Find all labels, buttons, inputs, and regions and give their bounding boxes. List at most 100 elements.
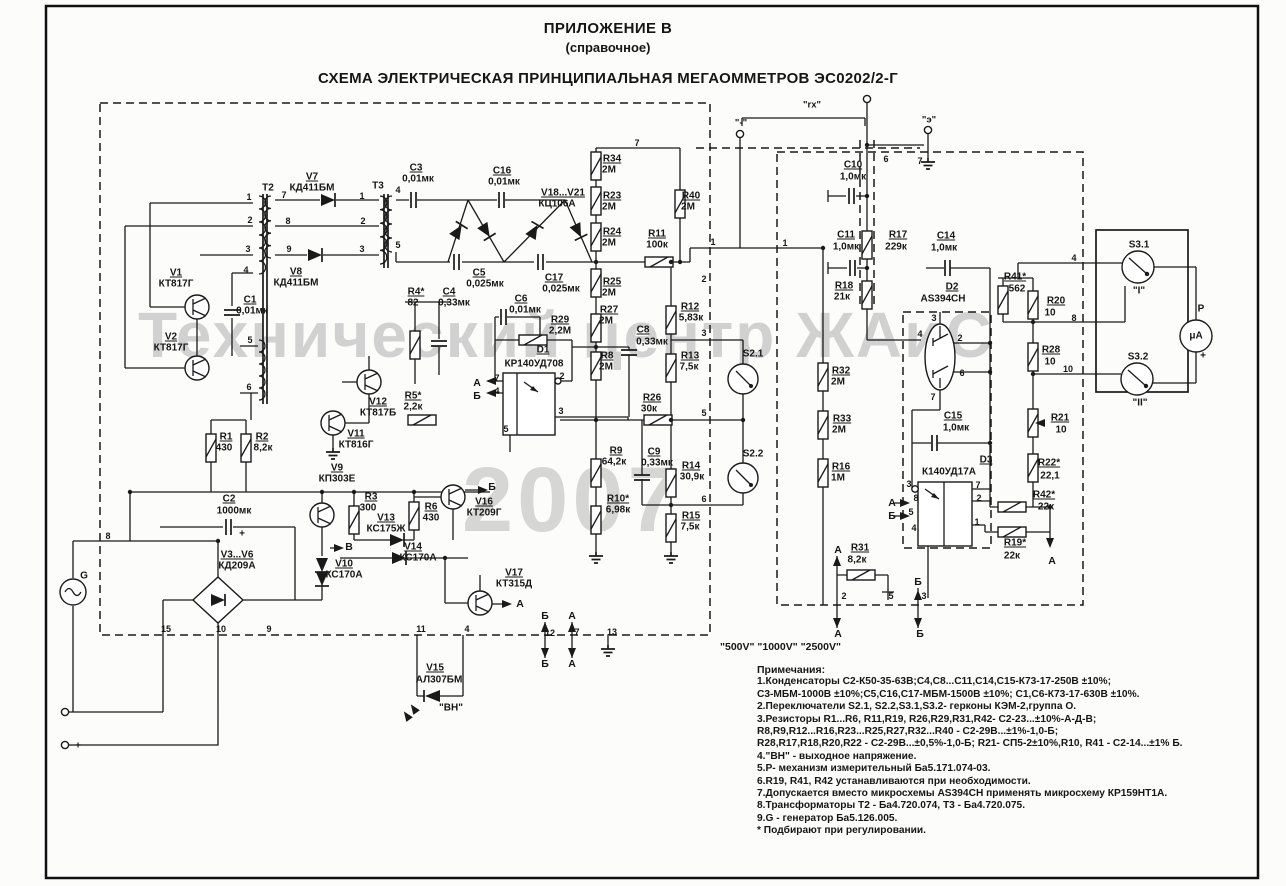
label-8: 8 <box>285 216 291 226</box>
label-Б: Б <box>914 576 922 588</box>
label-АЛ307БМ: АЛ307БМ <box>415 674 463 686</box>
label-: + <box>1200 350 1206 362</box>
label-3: 3 <box>245 244 251 254</box>
label-2: 2 <box>957 333 963 343</box>
label-1: 1 <box>710 237 716 247</box>
label-С5: С5 <box>472 267 486 279</box>
label-Б: Б <box>888 510 896 522</box>
label-6: 6 <box>883 154 889 164</box>
label-430: 430 <box>215 442 233 454</box>
label-R13: R13 <box>680 350 700 362</box>
label-С11: С11 <box>837 229 855 241</box>
label-μА: μА <box>1189 330 1203 342</box>
label-6: 6 <box>246 382 252 392</box>
label-С9: С9 <box>647 446 661 458</box>
label-033мк: 0,33мк <box>636 336 668 348</box>
label-: "-" <box>734 117 748 129</box>
label-642к: 64,2к <box>601 456 627 468</box>
label-S3.1: S3.1 <box>1128 239 1150 251</box>
label-R42: R42* <box>1032 489 1056 501</box>
label-6: 6 <box>959 368 965 378</box>
label-V1: V1 <box>169 267 183 279</box>
label-2: 2 <box>701 274 707 284</box>
label-V10: V10 <box>335 558 353 570</box>
label-430: 430 <box>422 512 440 524</box>
label-R31: R31 <box>850 542 870 554</box>
label-2: 2 <box>360 216 366 226</box>
label-5: 5 <box>701 408 707 418</box>
note-line: R8,R9,R12...R16,R23...R25,R27,R32...R40 … <box>757 726 1059 738</box>
label-75к: 7,5к <box>680 521 700 533</box>
label-КТ817Б: КТ817Б <box>359 407 397 419</box>
label-R21: R21 <box>1050 412 1070 424</box>
label-V16: V16 <box>475 496 493 508</box>
label-R23: R23 <box>602 190 622 202</box>
label-10: 10 <box>215 624 227 634</box>
label-2: 2 <box>247 215 253 225</box>
label-С15: С15 <box>943 410 963 422</box>
label-S2.1: S2.1 <box>742 348 764 360</box>
label-С17: С17 <box>544 272 564 284</box>
label-10мк: 1,0мк <box>832 241 860 253</box>
note-line: R28,R17,R18,R20,R22 - С2-29В...±0,5%-1,0… <box>757 738 1183 750</box>
label-S3.2: S3.2 <box>1127 351 1149 363</box>
label-1: 1 <box>359 191 365 201</box>
label-V8: V8 <box>289 266 303 278</box>
label-R4: R4* <box>407 286 425 298</box>
appendix-title: ПРИЛОЖЕНИЕ В <box>543 20 673 37</box>
label-4: 4 <box>464 624 470 634</box>
label-А: А <box>834 544 842 556</box>
label-А: А <box>834 628 842 640</box>
label-2М: 2М <box>832 424 846 436</box>
label-V11: V11 <box>347 428 365 440</box>
label-21к: 21к <box>833 291 851 303</box>
label-1: 1 <box>246 192 252 202</box>
label-Р: Р <box>1197 303 1205 315</box>
label-2М: 2М <box>681 201 695 213</box>
label-R40: R40 <box>681 190 701 202</box>
note-line: 6.R19, R41, R42 устанавливаются при необ… <box>757 775 1031 787</box>
label-R20: R20 <box>1046 295 1066 307</box>
label-22М: 2,2М <box>548 325 572 337</box>
label-R33: R33 <box>832 413 852 425</box>
label-КЦ106А: КЦ106А <box>538 198 576 210</box>
note-line: 5.Р- механизм измерительный Ба5.171.074-… <box>757 763 991 775</box>
label-562: 562 <box>1008 283 1026 295</box>
label-1М: 1М <box>831 472 845 484</box>
note-line: 2.Переключатели S2.1, S2.2,S3.1,S3.2- ге… <box>757 701 1077 713</box>
label-V13: V13 <box>377 512 395 524</box>
label-V17: V17 <box>505 567 523 579</box>
label-S2.2: S2.2 <box>742 448 764 460</box>
led-V15 <box>423 690 440 702</box>
transformer-T2 <box>258 194 272 404</box>
label-Б: Б <box>916 628 924 640</box>
transformer-T3 <box>379 194 393 268</box>
label-309к: 30,9к <box>679 471 705 483</box>
label-R27: R27 <box>599 304 619 316</box>
label-10мк: 1,0мк <box>930 242 958 254</box>
label-R9: R9 <box>609 445 623 457</box>
label-КР140УД708: КР140УД708 <box>504 358 564 370</box>
label-КД411БМ: КД411БМ <box>273 277 319 289</box>
label-221: 22,1 <box>1040 470 1060 482</box>
label-9: 9 <box>266 624 272 634</box>
label-R3: R3 <box>364 491 378 503</box>
label-Б: Б <box>473 390 481 402</box>
label-D1: D1 <box>536 344 550 356</box>
label-R16: R16 <box>831 461 851 473</box>
label-С10: С10 <box>843 159 863 171</box>
label-А: А <box>568 658 576 670</box>
notes-heading: Примечания: <box>757 664 826 676</box>
label-R29: R29 <box>550 314 570 326</box>
label-7: 7 <box>281 190 287 200</box>
label-001мк: 0,01мк <box>488 176 520 188</box>
label-Б: Б <box>541 658 549 670</box>
note-line: * Подбирают при регулировании. <box>757 825 926 837</box>
label-12: 12 <box>544 628 556 638</box>
label-82: 82 <box>407 297 419 309</box>
label-V2: V2 <box>164 331 178 343</box>
label-3: 3 <box>921 591 927 601</box>
label-3: 3 <box>558 406 564 416</box>
label-4: 4 <box>395 185 401 195</box>
